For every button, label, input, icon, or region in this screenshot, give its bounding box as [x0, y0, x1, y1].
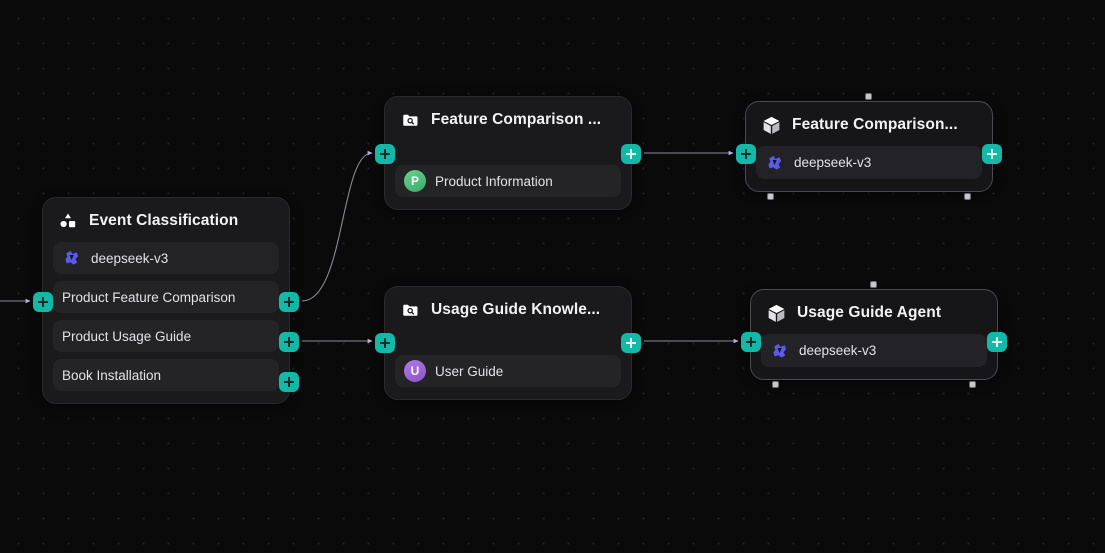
resize-handle-bottom-right[interactable]: [969, 381, 976, 388]
node-header: Usage Guide Knowle...: [385, 287, 631, 331]
output-handle-add[interactable]: [987, 332, 1007, 352]
branch-row-2[interactable]: Product Usage Guide: [53, 320, 279, 352]
branch-row-1[interactable]: Product Feature Comparison: [53, 281, 279, 313]
dataset-label: Product Information: [435, 173, 553, 189]
page-title: Event Classification: [89, 212, 239, 229]
branch-label: Book Installation: [62, 367, 162, 383]
node-header: Usage Guide Agent: [751, 290, 997, 334]
model-name: deepseek-v3: [794, 155, 872, 170]
node-event-classification[interactable]: Event Classification deepseek-v3 Product…: [33, 197, 299, 404]
dataset-avatar: U: [404, 360, 426, 382]
resize-handle-bottom-right[interactable]: [964, 193, 971, 200]
branch-label: Product Feature Comparison: [62, 289, 236, 305]
deepseek-icon: [62, 248, 82, 268]
resize-handle-top[interactable]: [865, 93, 872, 100]
node-body: deepseek-v3 Product Feature Comparison P…: [43, 242, 289, 403]
branch-row-3[interactable]: Book Installation: [53, 359, 279, 391]
dataset-avatar: P: [404, 170, 426, 192]
branch-label: Product Usage Guide: [62, 328, 192, 344]
model-row[interactable]: deepseek-v3: [761, 334, 987, 367]
branch1-output-add[interactable]: [279, 292, 299, 312]
agent-cube-icon: [765, 302, 787, 324]
deepseek-icon: [770, 341, 790, 361]
page-title: Feature Comparison...: [792, 116, 958, 133]
model-name: deepseek-v3: [91, 250, 169, 266]
node-usage-guide-knowledge[interactable]: Usage Guide Knowle... U User Guide: [375, 286, 641, 400]
agent-cube-icon: [760, 114, 782, 136]
dataset-row[interactable]: U User Guide: [395, 355, 621, 387]
node-header: Event Classification: [43, 198, 289, 242]
output-handle-add[interactable]: [982, 144, 1002, 164]
resize-handle-bottom-left[interactable]: [767, 193, 774, 200]
model-row[interactable]: deepseek-v3: [756, 146, 982, 179]
input-handle-add[interactable]: [736, 144, 756, 164]
dataset-row[interactable]: P Product Information: [395, 165, 621, 197]
node-feature-comparison-knowledge[interactable]: Feature Comparison ... P Product Informa…: [375, 96, 641, 210]
output-handle-add[interactable]: [621, 144, 641, 164]
node-usage-guide-agent[interactable]: Usage Guide Agent deepseek-v3: [741, 281, 1007, 388]
dataset-label: User Guide: [435, 363, 504, 379]
node-body: deepseek-v3: [751, 334, 997, 379]
node-body: deepseek-v3: [746, 146, 992, 191]
resize-handle-bottom-left[interactable]: [772, 381, 779, 388]
resize-handle-top[interactable]: [870, 281, 877, 288]
input-handle-add[interactable]: [741, 332, 761, 352]
input-handle-add[interactable]: [375, 333, 395, 353]
model-name: deepseek-v3: [799, 343, 877, 358]
node-header: Feature Comparison...: [746, 102, 992, 146]
node-header: Feature Comparison ...: [385, 97, 631, 141]
output-handle-add[interactable]: [621, 333, 641, 353]
input-handle-add[interactable]: [33, 292, 53, 312]
page-title: Feature Comparison ...: [431, 111, 602, 128]
deepseek-icon: [765, 153, 785, 173]
node-body: P Product Information: [385, 141, 631, 209]
edge-branch1-to-feature-knowledge: [301, 150, 373, 302]
page-title: Usage Guide Agent: [797, 304, 942, 321]
node-feature-comparison-agent[interactable]: Feature Comparison... deepseek-v3: [736, 93, 1002, 200]
node-body: U User Guide: [385, 331, 631, 399]
input-handle-add[interactable]: [375, 144, 395, 164]
branch2-output-add[interactable]: [279, 332, 299, 352]
knowledge-retrieval-icon: [399, 299, 421, 321]
knowledge-retrieval-icon: [399, 109, 421, 131]
page-title: Usage Guide Knowle...: [431, 301, 601, 318]
model-row[interactable]: deepseek-v3: [53, 242, 279, 274]
question-classifier-icon: [57, 210, 79, 232]
branch3-output-add[interactable]: [279, 372, 299, 392]
